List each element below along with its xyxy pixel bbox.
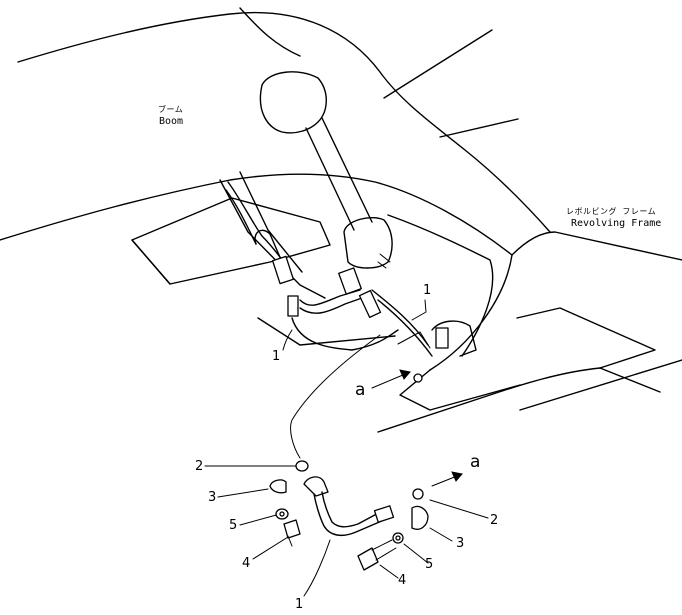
callout-clamp-right: 3 xyxy=(456,536,465,551)
frame-label-en: Revolving Frame xyxy=(571,218,662,229)
o-ring-left xyxy=(295,460,309,472)
boom-label-jp: ブーム xyxy=(158,105,184,114)
callout-hose-upper-left: 1 xyxy=(272,349,281,364)
callout-hose-lower: 1 xyxy=(295,597,304,612)
bolt-right xyxy=(357,539,397,571)
clamp-right xyxy=(411,505,429,530)
callout-washer-left: 5 xyxy=(229,518,238,533)
hose-assembly xyxy=(303,476,395,537)
bolt-left xyxy=(283,519,301,547)
washer-left xyxy=(275,508,289,520)
leader-lines xyxy=(204,299,489,597)
callout-o-ring-left: 2 xyxy=(195,459,204,474)
callout-clamp-left: 3 xyxy=(208,490,217,505)
callout-o-ring-right: 2 xyxy=(490,513,499,528)
callout-hose-upper-right: 1 xyxy=(423,283,432,298)
boom-cylinder xyxy=(219,71,393,299)
view-a-label-lower: a xyxy=(470,452,481,472)
o-ring-right xyxy=(412,488,424,500)
boom-foot-bracket xyxy=(131,197,494,357)
boom-body xyxy=(0,7,551,256)
boom-label-en: Boom xyxy=(159,116,184,127)
washer-right xyxy=(392,532,404,544)
installed-hoses xyxy=(225,181,477,383)
clamp-left xyxy=(269,479,287,494)
view-arrows xyxy=(371,369,463,487)
callout-bolt-left: 4 xyxy=(242,556,251,571)
callout-washer-right: 5 xyxy=(425,557,434,572)
callout-bolt-right: 4 xyxy=(398,573,407,588)
view-a-label-upper: a xyxy=(355,380,366,400)
revolving-frame xyxy=(377,231,682,433)
frame-label-jp: レボルビング フレーム xyxy=(566,207,657,216)
